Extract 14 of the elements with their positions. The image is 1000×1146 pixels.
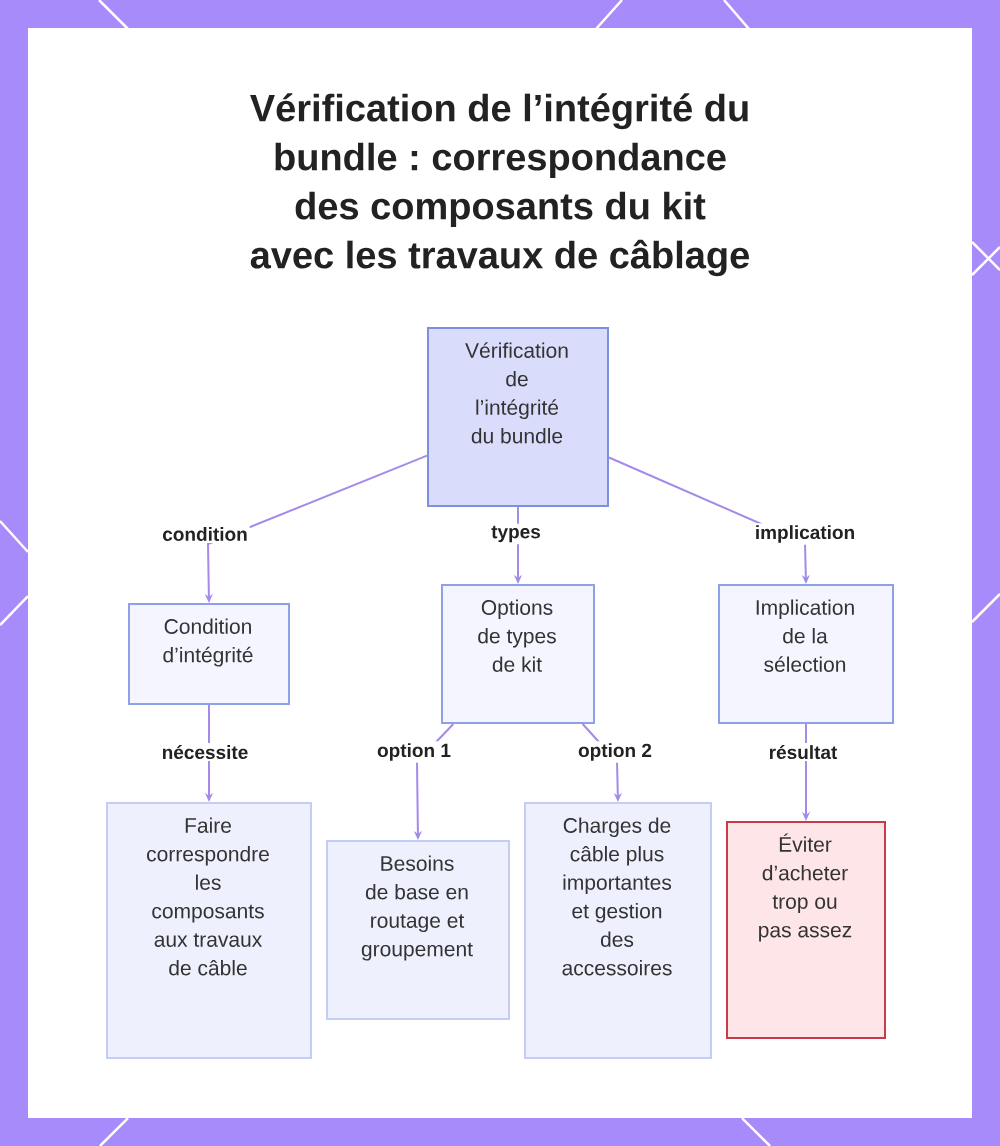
edge-label: types <box>489 523 543 545</box>
concept-box: Faire correspondre les composants aux travaux de câble <box>106 802 312 1059</box>
concept-box: Besoins de base en routage et groupement <box>326 840 510 1020</box>
title: Vérification de l’intégrité du bundle : correspondance des composants du kit avec les travaux de câblage <box>250 93 749 277</box>
concept-box: Charges de câble plus importantes et gestion des accessoires <box>524 802 712 1059</box>
concept-box: Éviter d’acheter trop ou pas assez <box>726 821 886 1039</box>
concept-box: Vérification de l’intégrité du bundle <box>427 327 609 507</box>
edge-label: implication <box>752 523 858 545</box>
concept-box: Condition d’intégrité <box>128 603 290 705</box>
edge-label: option 1 <box>375 741 453 763</box>
concept-box: Options de types de kit <box>441 584 595 724</box>
concept-box: Implication de la sélection <box>718 584 894 724</box>
edge-label: option 2 <box>576 741 654 763</box>
edge-label: condition <box>160 525 250 543</box>
